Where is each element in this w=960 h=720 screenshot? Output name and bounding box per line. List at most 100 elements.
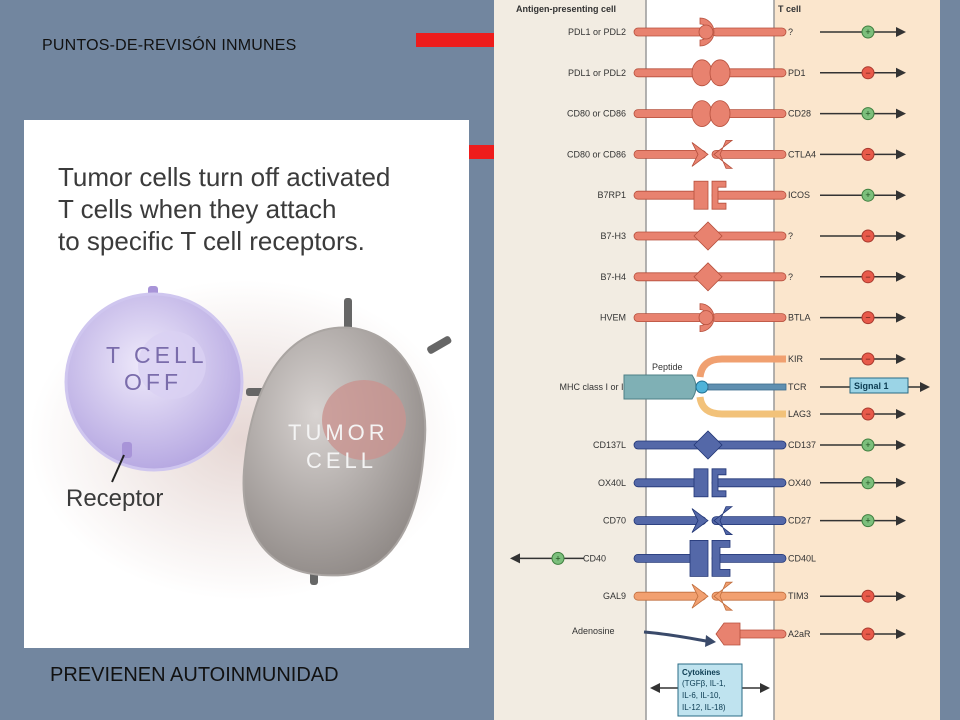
ball-head (698, 310, 714, 326)
negative-signal-icon (861, 147, 875, 161)
ball-head (709, 59, 731, 87)
adenosine-label: Adenosine (572, 626, 615, 636)
cytokines-line-3: IL-6, IL-10, (682, 691, 721, 700)
ligand-stalk (633, 313, 707, 323)
block-head (693, 180, 709, 210)
receptor-stalk (711, 554, 787, 563)
cytokines-line-1: Cytokines (682, 668, 721, 677)
receptor-stalk (711, 478, 787, 488)
peptide-label: Peptide (652, 362, 683, 372)
interaction-row: B7-H4?− (600, 262, 906, 292)
negative-signal-icon (861, 270, 875, 284)
tumor-label-line-2: CELL (306, 448, 377, 473)
receptor-label: LAG3 (788, 409, 811, 419)
interaction-row: LAG3 − (788, 407, 906, 421)
svg-text:+: + (865, 516, 870, 526)
interaction-row: CD137L CD137 + (593, 430, 906, 460)
svg-text:−: − (865, 231, 870, 241)
ligand-label: B7-H3 (600, 231, 626, 241)
svg-text:+: + (555, 553, 560, 563)
svg-text:+: + (865, 440, 870, 450)
diamond-head (693, 430, 723, 460)
ball-head (691, 59, 713, 87)
tcell-label-line-2: OFF (124, 369, 182, 395)
ligand-label: CD40 (583, 553, 606, 563)
tumor-label-line-1: TUMOR (288, 420, 389, 445)
receptor-stalk (711, 516, 787, 525)
receptor-stalk (711, 272, 787, 282)
block-head (693, 468, 709, 498)
receptor-stalk (711, 440, 787, 450)
receptor-label: CTLA4 (788, 149, 816, 159)
receptor-label: OX40 (788, 478, 811, 488)
ball-head (691, 100, 713, 127)
negative-signal-icon (861, 229, 875, 243)
tcell-side-bg (774, 0, 940, 720)
diamond-head (693, 262, 723, 292)
caption-line-1: Tumor cells turn off activated (58, 162, 390, 192)
interaction-row: B7-H3?− (600, 221, 906, 251)
svg-text:−: − (865, 409, 870, 419)
interaction-row: KIR − (788, 352, 906, 366)
svg-text:−: − (865, 354, 870, 364)
caption-line-3: to specific T cell receptors. (58, 226, 365, 256)
receptor-label: BTLA (788, 313, 811, 323)
svg-text:+: + (865, 109, 870, 119)
t-cell: T CELL OFF (64, 286, 244, 472)
positive-signal-icon (861, 107, 875, 121)
block-head (689, 540, 709, 577)
receptor-label: CD40L (788, 553, 816, 563)
kir-molecule (696, 355, 786, 378)
ligand-label: CD80 or CD86 (567, 109, 626, 119)
receptor-label: TIM3 (788, 591, 809, 601)
receptor-label: Receptor (66, 485, 163, 512)
tcell-label-line-1: T CELL (106, 342, 208, 368)
negative-signal-icon (861, 627, 875, 641)
svg-text:−: − (865, 68, 870, 78)
caption-line-2: T cells when they attach (58, 194, 336, 224)
ligand-label: CD137L (593, 440, 626, 450)
checkpoint-diagram: Antigen-presenting cell T cell PDL1 or P… (494, 0, 940, 720)
cytokines-line-2: (TGFβ, IL-1, (682, 679, 726, 688)
tcell-header: T cell (778, 4, 801, 14)
diamond-head (693, 221, 723, 251)
svg-text:+: + (865, 478, 870, 488)
ligand-stalk (633, 149, 707, 159)
svg-text:−: − (865, 149, 870, 159)
ligand-label: GAL9 (603, 591, 626, 601)
ligand-label: HVEM (600, 313, 626, 323)
signal-1-label: Signal 1 (854, 381, 889, 391)
interaction-row: A2aR− (715, 622, 906, 646)
arrow-head (691, 508, 709, 533)
apc-header: Antigen-presenting cell (516, 4, 616, 14)
arrow-head (691, 142, 709, 167)
receptor-label: CD27 (788, 516, 811, 526)
negative-signal-icon (861, 311, 875, 325)
receptor-stalk (711, 149, 787, 159)
slide-title: PUNTOS-DE-REVISÓN INMUNES (42, 37, 297, 54)
receptor-stalk (711, 591, 787, 601)
lag3-molecule (696, 396, 786, 418)
ligand-stalk (633, 591, 707, 601)
ligand-label: MHC class I or II (559, 382, 626, 392)
receptor-stalk (711, 231, 787, 241)
positive-signal-icon (551, 551, 565, 565)
positive-signal-icon (861, 25, 875, 39)
peptide-dot (695, 380, 709, 394)
receptor-stalk (711, 190, 787, 200)
receptor-label: KIR (788, 354, 804, 364)
receptor-label: CD137 (788, 440, 816, 450)
svg-text:−: − (865, 272, 870, 282)
interaction-row: PDL1 or PDL2?+ (568, 17, 906, 47)
ligand-stalk (633, 27, 707, 37)
negative-signal-icon (861, 352, 875, 366)
adenosine-arrow (643, 630, 707, 643)
positive-signal-icon (861, 438, 875, 452)
mhc-molecule (623, 374, 697, 400)
